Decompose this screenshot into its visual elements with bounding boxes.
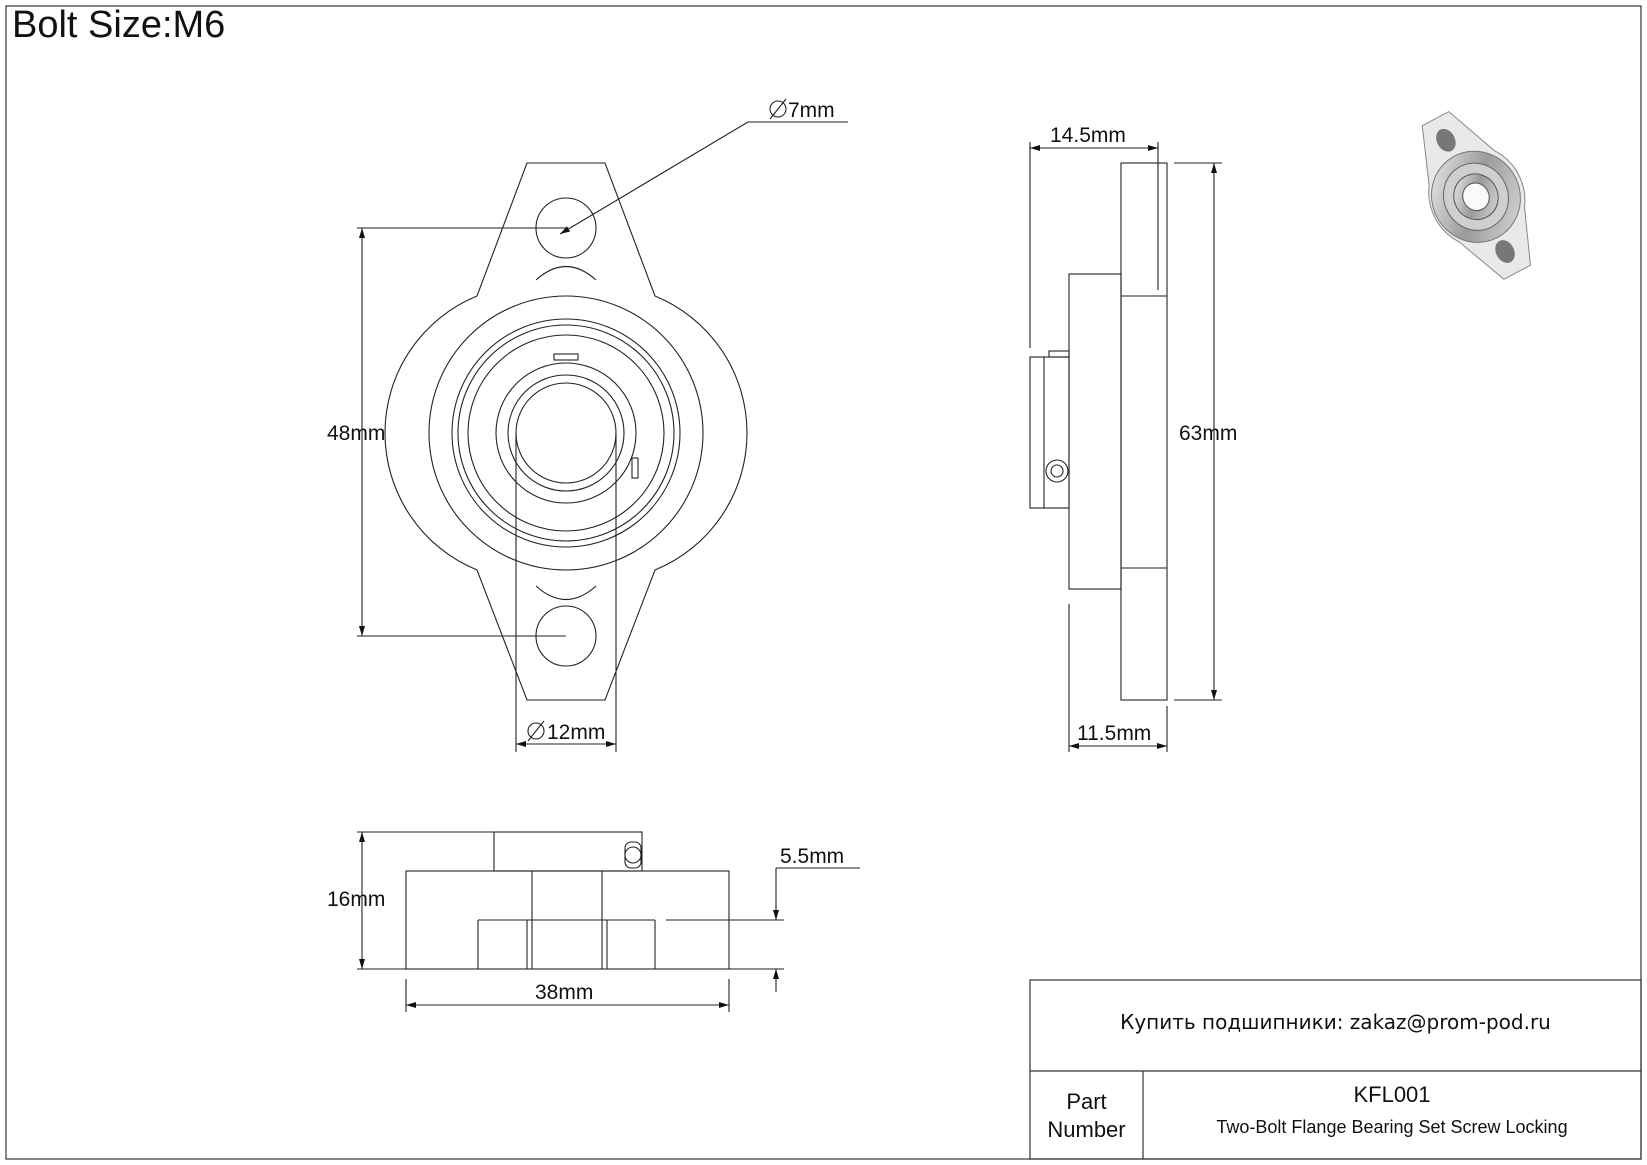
flange-notch-bottom [535, 585, 597, 600]
collar-inner [507, 374, 625, 492]
top-view: 16mm 5.5mm 38mm [327, 831, 860, 1012]
collar-top [493, 831, 643, 872]
collar-side [1029, 356, 1070, 509]
contact-line: Купить подшипники: zakaz@prom-pod.ru [1120, 1010, 1551, 1034]
page-title: Bolt Size:M6 [12, 4, 226, 46]
housing-ring [451, 318, 681, 548]
part-description: Two-Bolt Flange Bearing Set Screw Lockin… [1216, 1117, 1568, 1137]
dim-bolt-hole-dia: 7mm [788, 99, 835, 122]
dim-height: 16mm [327, 888, 385, 911]
collar-outer [495, 362, 637, 504]
housing-outer-circle [428, 295, 704, 571]
title-block [1029, 979, 1642, 1160]
dim-bolt-hole-leader [559, 121, 749, 235]
dim-base-offset: 5.5mm [780, 845, 844, 868]
housing-body-side [1068, 273, 1122, 590]
bearing-outer-race [457, 324, 675, 542]
side-view: 14.5mm 63mm 11.5mm [1029, 124, 1237, 752]
set-screw-top [553, 353, 579, 361]
front-view: 48mm 7mm 12mm [327, 98, 848, 752]
bearing-inner-ring [467, 334, 665, 532]
flange-side [1120, 162, 1168, 701]
part-label-line1: Part [1066, 1089, 1107, 1114]
set-screw-head [1045, 459, 1069, 483]
part-label-line2: Number [1047, 1117, 1126, 1142]
dim-body-thickness: 11.5mm [1077, 722, 1151, 745]
set-screw-side [631, 457, 639, 479]
isometric-thumbnail [1421, 110, 1531, 280]
part-number-label: Part Number [1030, 1088, 1143, 1144]
set-screw-top-view [624, 846, 642, 864]
dim-width: 38mm [535, 981, 593, 1004]
dim-overall-length: 63mm [1179, 422, 1237, 445]
dim-flange-thickness: 14.5mm [1050, 124, 1126, 147]
flange-outline [384, 162, 748, 701]
part-number: KFL001 [1353, 1082, 1431, 1107]
dim-bore-dia: 12mm [547, 721, 605, 744]
bore [515, 382, 617, 484]
drawing-border [5, 5, 1642, 1160]
dim-bolt-spacing: 48mm [327, 422, 385, 445]
flange-notch-top [535, 266, 597, 281]
